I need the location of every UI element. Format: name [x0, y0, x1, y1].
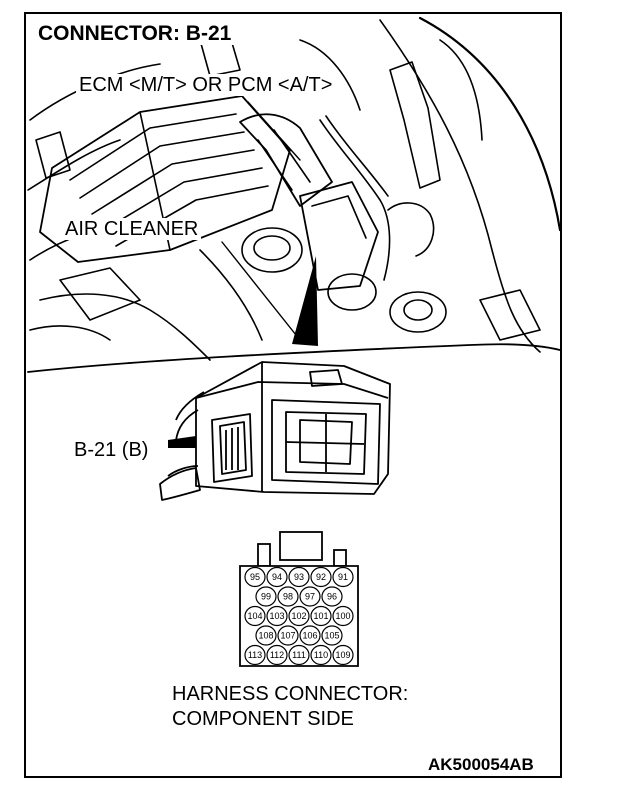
connector-pin-number: 113	[248, 650, 262, 660]
connector-pin	[321, 625, 343, 646]
connector-pin-number: 96	[327, 592, 337, 602]
harness-caption-line1: HARNESS CONNECTOR:	[172, 683, 409, 705]
harness-connector-caption: HARNESS CONNECTOR: COMPONENT SIDE	[172, 682, 408, 732]
connector-pin-number: 94	[272, 572, 282, 582]
connector-pin-number: 97	[305, 592, 315, 602]
connector-pin-number: 110	[314, 650, 328, 660]
ecm-label: ECM <M/T> OR PCM <A/T>	[76, 74, 336, 96]
connector-pin	[288, 566, 310, 588]
connector-pin	[310, 566, 332, 588]
connector-pin-number: 104	[247, 611, 262, 621]
connector-pin-number: 100	[335, 611, 350, 621]
connector-pin-number: 112	[270, 650, 284, 660]
connector-pin	[266, 566, 288, 588]
connector-pin-number: 102	[291, 611, 306, 621]
connector-pin-number: 93	[294, 572, 304, 582]
connector-pin-number: 99	[261, 592, 271, 602]
connector-pin	[310, 605, 332, 627]
connector-pin	[332, 566, 354, 588]
connector-pin	[277, 625, 299, 646]
connector-pin	[255, 586, 277, 607]
connector-pin-number: 109	[335, 650, 350, 660]
connector-pin-number: 108	[258, 631, 273, 641]
connector-pin-number: 95	[250, 572, 260, 582]
connector-pin	[288, 644, 310, 666]
connector-pin-number: 91	[338, 572, 348, 582]
connector-pin	[321, 586, 343, 607]
connector-pin-number: 106	[302, 631, 317, 641]
connector-pin	[255, 625, 277, 646]
connector-pin-number: 101	[313, 611, 328, 621]
connector-pin-number: 103	[269, 611, 284, 621]
connector-pin-number: 92	[316, 572, 326, 582]
connector-pin	[299, 586, 321, 607]
connector-pin	[299, 625, 321, 646]
connector-pin	[244, 605, 266, 627]
connector-callout-label: B-21 (B)	[74, 439, 149, 461]
connector-pin	[244, 644, 266, 666]
connector-title: CONNECTOR: B-21	[36, 22, 236, 45]
connector-pin	[266, 644, 288, 666]
connector-pin	[288, 605, 310, 627]
figure-code: AK500054AB	[428, 755, 534, 774]
air-cleaner-label: AIR CLEANER	[62, 218, 202, 240]
connector-pin	[244, 566, 266, 588]
connector-pin	[310, 644, 332, 666]
connector-pin	[332, 605, 354, 627]
connector-pin-number: 107	[280, 631, 295, 641]
connector-pin-number: 98	[283, 592, 293, 602]
connector-pin-number: 105	[324, 631, 339, 641]
connector-pin-number: 111	[292, 650, 306, 660]
connector-pin	[332, 644, 354, 666]
harness-caption-line2: COMPONENT SIDE	[172, 708, 354, 730]
connector-pin	[266, 605, 288, 627]
connector-pin	[277, 586, 299, 607]
